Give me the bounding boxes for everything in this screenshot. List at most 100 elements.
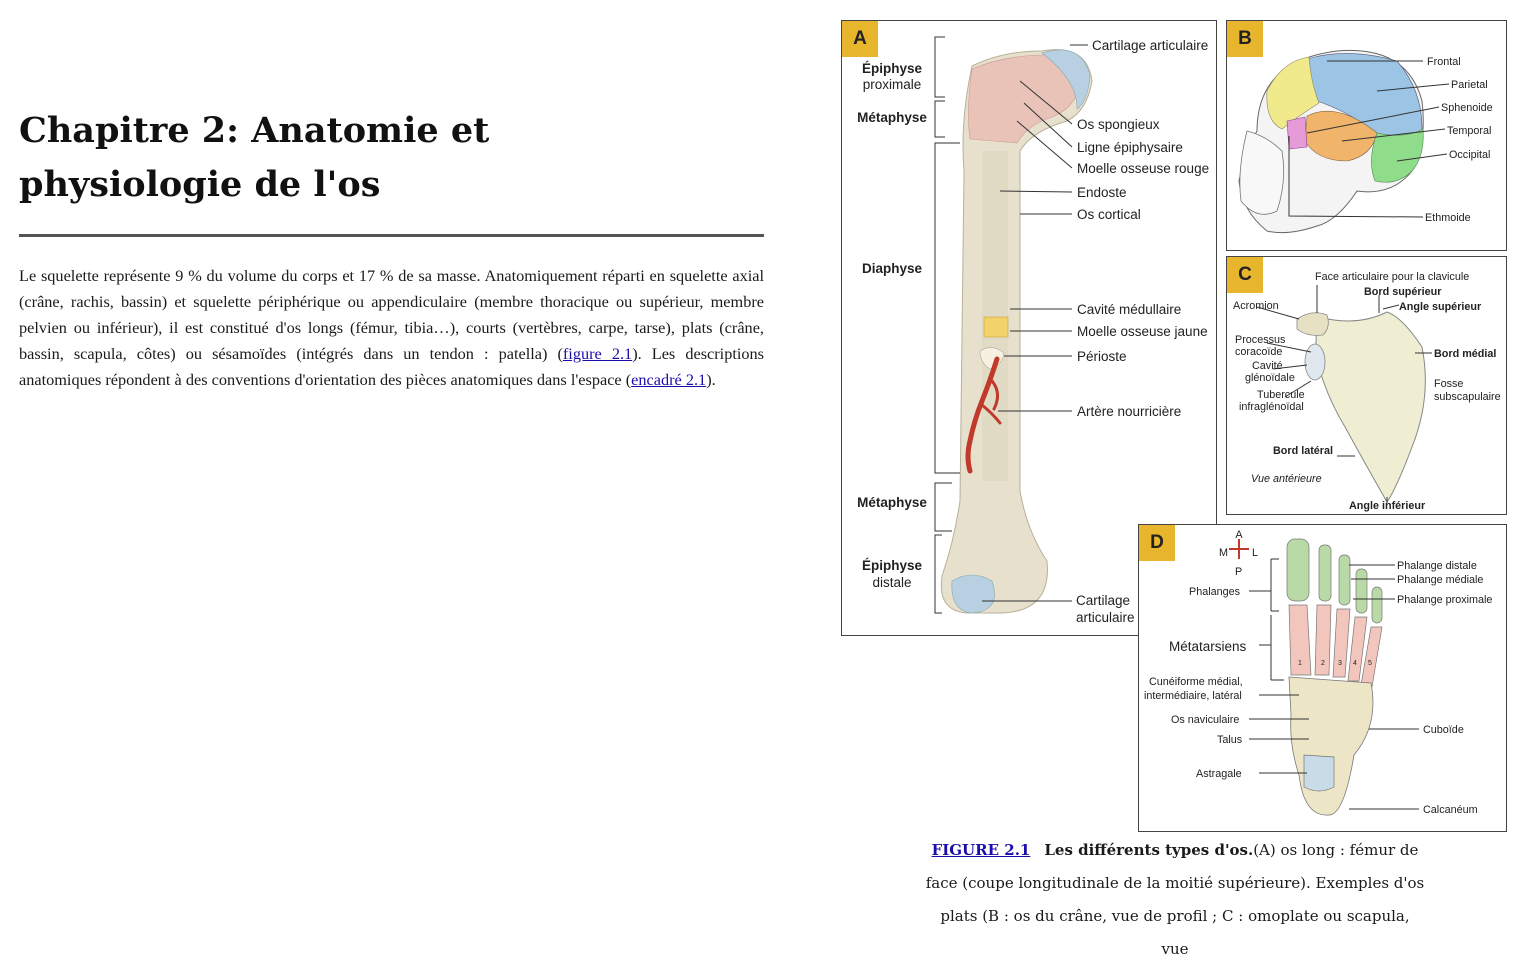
panel-d-badge: D — [1139, 525, 1175, 561]
label-face-clavicule: Face articulaire pour la clavicule — [1315, 271, 1469, 283]
label-parietal: Parietal — [1451, 79, 1488, 91]
nutrient-artery — [965, 356, 1000, 474]
label-processus-l2: coracoïde — [1235, 346, 1282, 358]
caption-title: Les différents types d'os. — [1044, 841, 1254, 859]
label-occipital: Occipital — [1449, 149, 1490, 161]
bracket-epiphyse-proximale — [934, 36, 945, 98]
panel-c-scapula: C Face articulaire pour la clavicule Bor… — [1226, 256, 1507, 515]
panel-a-badge: A — [842, 21, 878, 57]
bracket-metaphyse-bottom — [934, 482, 952, 532]
label-artere-nourriciere: Artère nourricière — [1077, 404, 1181, 419]
label-metatarsiens: Métatarsiens — [1169, 639, 1247, 654]
compass-m: M — [1219, 547, 1228, 559]
temporal-bone — [1304, 110, 1378, 162]
label-cavite-l2: glénoïdale — [1245, 372, 1295, 384]
metatarsal-number-3: 3 — [1338, 660, 1342, 667]
skull-leaders — [1288, 60, 1450, 218]
label-astragale: Astragale — [1196, 768, 1242, 780]
label-vue-anterieure: Vue antérieure — [1251, 473, 1322, 485]
label-fosse-l2: subscapulaire — [1434, 391, 1501, 403]
label-ethmoide: Ethmoide — [1425, 212, 1471, 224]
compass-a: A — [1235, 529, 1243, 541]
metatarsal-numbers: 1 2 3 4 5 — [1298, 660, 1372, 667]
chapter-title-line2: physiologie de l'os — [19, 164, 381, 205]
scapula-illustration: Face articulaire pour la clavicule Bord … — [1233, 271, 1501, 512]
label-endoste: Endoste — [1077, 185, 1127, 200]
glenoid-cavity — [1304, 343, 1326, 381]
label-fosse-l1: Fosse — [1434, 378, 1463, 390]
proximal-cartilage — [1041, 49, 1091, 110]
label-cartilage-articulaire: Cartilage articulaire — [1092, 38, 1208, 53]
label-cavite-medullaire: Cavité médullaire — [1077, 302, 1181, 317]
label-epiphyse-distale-title: Épiphyse — [862, 558, 923, 573]
panel-d-foot: D A M L P 1 2 3 4 — [1138, 524, 1507, 832]
title-divider — [19, 234, 764, 237]
label-ligne-epiphysaire: Ligne épiphysaire — [1077, 140, 1183, 155]
label-processus-l1: Processus — [1235, 334, 1286, 346]
label-cavite-l1: Cavité — [1252, 360, 1283, 372]
label-diaphyse: Diaphyse — [862, 261, 923, 276]
label-phalange-proximale: Phalange proximale — [1397, 594, 1492, 606]
spongy-bone-region — [968, 54, 1079, 144]
label-bord-lateral: Bord latéral — [1273, 445, 1333, 457]
distal-cartilage — [951, 574, 995, 614]
label-epiphyse-proximale-title: Épiphyse — [862, 61, 923, 76]
paragraph-text-1: Le squelette représente 9 % du volume du… — [19, 266, 764, 363]
label-calcaneum: Calcanéum — [1423, 804, 1478, 816]
medullary-cavity — [982, 151, 1008, 481]
label-phalange-distale: Phalange distale — [1397, 560, 1477, 572]
leaders-right — [982, 44, 1088, 602]
figure-2-1-caption-link[interactable]: FIGURE 2.1 — [931, 841, 1031, 859]
scapula-shape — [1315, 311, 1426, 503]
metatarsal-number-4: 4 — [1353, 660, 1357, 667]
label-metaphyse-bottom: Métaphyse — [857, 495, 927, 510]
encadre-2-1-link[interactable]: encadré 2.1 — [631, 370, 707, 389]
label-angle-superieur: Angle supérieur — [1399, 301, 1482, 313]
paragraph-text-2: ). Les descriptions anatomiques réponden… — [19, 344, 765, 389]
label-temporal: Temporal — [1447, 125, 1491, 137]
panel-c-badge: C — [1227, 257, 1263, 293]
label-moelle-rouge: Moelle osseuse rouge — [1077, 161, 1209, 176]
bracket-epiphyse-distale — [934, 534, 942, 614]
label-cartilage-distal-l2: articulaire — [1076, 610, 1135, 625]
label-os-cortical: Os cortical — [1077, 207, 1141, 222]
occipital-bone — [1371, 128, 1424, 183]
nutrient-artery-branch — [980, 379, 1002, 425]
label-metaphyse-top: Métaphyse — [857, 110, 927, 125]
foot-leaders — [1249, 558, 1419, 810]
label-cuneiforme-l2: intermédiaire, latéral — [1144, 690, 1242, 702]
metatarsal-number-2: 2 — [1321, 660, 1325, 667]
face-bones — [1239, 130, 1285, 215]
label-perioste: Périoste — [1077, 349, 1127, 364]
foot-illustration: A M L P 1 2 3 4 5 Phalanges — [1144, 529, 1492, 816]
label-moelle-jaune: Moelle osseuse jaune — [1077, 324, 1208, 339]
label-angle-inferieur: Angle inférieur — [1349, 500, 1426, 512]
label-os-spongieux: Os spongieux — [1077, 117, 1160, 132]
intro-paragraph: Le squelette représente 9 % du volume du… — [19, 263, 764, 393]
label-tubercule-l2: infraglénoïdal — [1239, 401, 1304, 413]
skull-illustration: Frontal Parietal Sphenoide Temporal Occi… — [1238, 49, 1493, 234]
label-phalanges: Phalanges — [1189, 586, 1241, 598]
chapter-title: Chapitre 2: Anatomie et physiologie de l… — [19, 104, 764, 212]
label-tubercule-l1: Tubercule — [1257, 389, 1305, 401]
yellow-marrow — [983, 316, 1009, 338]
chapter-title-line1: Chapitre 2: Anatomie et — [19, 110, 490, 151]
bracket-diaphyse — [934, 142, 960, 474]
label-acromion: Acromion — [1233, 300, 1279, 312]
label-cuboide: Cuboïde — [1423, 724, 1464, 736]
acromion-shape — [1296, 312, 1329, 336]
femur-illustration: Épiphyse proximale Métaphyse Diaphyse Mé… — [857, 36, 1209, 625]
scapula-leaders — [1256, 285, 1432, 503]
frontal-bone — [1266, 56, 1320, 130]
compass-p: P — [1235, 566, 1242, 578]
panel-b-badge: B — [1227, 21, 1263, 57]
label-epiphyse-distale-sub: distale — [872, 575, 911, 590]
metatarsal-number-5: 5 — [1368, 660, 1372, 667]
foot-bones — [1286, 538, 1383, 816]
caption-text: (A) os long : fémur de face (coupe longi… — [925, 841, 1425, 958]
label-sphenoide: Sphenoide — [1441, 102, 1493, 114]
label-os-naviculaire: Os naviculaire — [1171, 714, 1239, 726]
figure-2-1-link[interactable]: figure 2.1 — [562, 344, 633, 363]
orientation-compass: A M L P — [1219, 529, 1258, 578]
figure-caption: FIGURE 2.1 Les différents types d'os.(A) … — [925, 834, 1425, 966]
